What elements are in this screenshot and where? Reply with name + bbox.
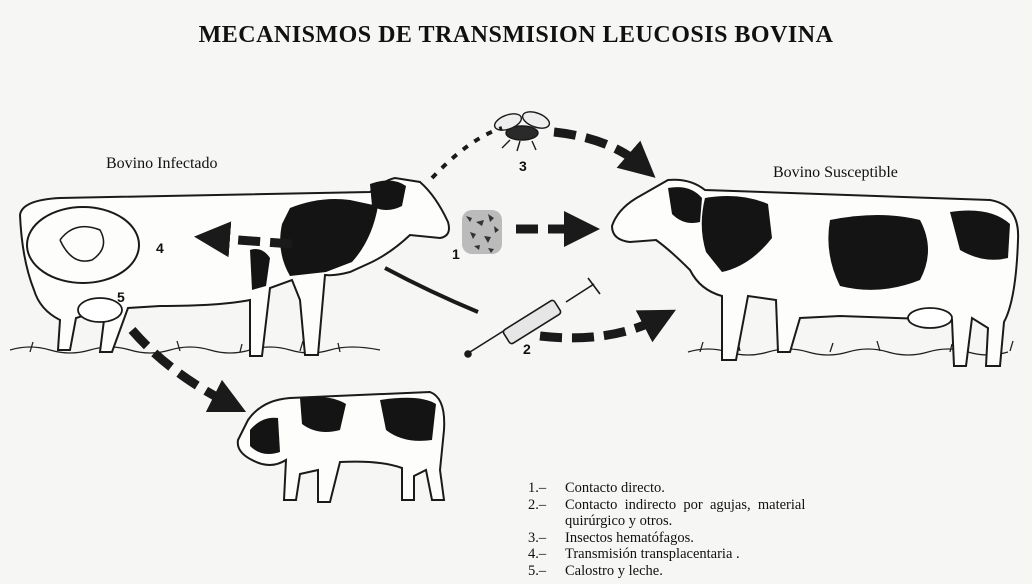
- legend-item: 2.– Contacto indirecto por agujas, mater…: [528, 497, 958, 514]
- arrow-transplacental: [212, 238, 292, 244]
- arrow-colostrum: [132, 330, 230, 404]
- legend-text: Contacto directo.: [565, 480, 958, 497]
- infected-label: Bovino Infectado: [106, 155, 218, 173]
- legend-text: Insectos hematófagos.: [565, 530, 958, 547]
- marker-1: 1: [452, 246, 460, 262]
- marker-3: 3: [519, 158, 527, 174]
- susceptible-label: Bovino Susceptible: [773, 164, 898, 182]
- legend-text: Contacto indirecto por agujas, material: [565, 497, 958, 514]
- calf: [238, 392, 444, 502]
- legend-item: 3.– Insectos hematófagos.: [528, 530, 958, 547]
- legend-item: 4.– Transmisión transplacentaria .: [528, 546, 958, 563]
- arrow-needle-left: [385, 268, 478, 312]
- legend-number: 3.–: [528, 530, 565, 547]
- arrow-insect: [554, 132, 642, 166]
- legend-text: Calostro y leche.: [565, 563, 958, 580]
- legend-item: 1.– Contacto directo.: [528, 480, 958, 497]
- susceptible-cow: [612, 180, 1018, 366]
- marker-4: 4: [156, 240, 164, 256]
- udder-left: [78, 298, 122, 322]
- legend: 1.– Contacto directo. 2.– Contacto indir…: [528, 480, 958, 579]
- syringe-icon: [465, 278, 600, 357]
- legend-number: 4.–: [528, 546, 565, 563]
- legend-text-continuation: quirúrgico y otros.: [528, 513, 958, 530]
- legend-text: Transmisión transplacentaria .: [565, 546, 958, 563]
- secretion-icon: [462, 210, 502, 254]
- legend-number: 1.–: [528, 480, 565, 497]
- udder-right: [908, 308, 952, 328]
- arrow-needle: [540, 318, 660, 338]
- arrow-insect-left: [432, 128, 502, 178]
- legend-number: 2.–: [528, 497, 565, 514]
- marker-2: 2: [523, 341, 531, 357]
- legend-number: 5.–: [528, 563, 565, 580]
- infected-cow: [20, 178, 449, 356]
- marker-5: 5: [117, 289, 125, 305]
- legend-item: 5.– Calostro y leche.: [528, 563, 958, 580]
